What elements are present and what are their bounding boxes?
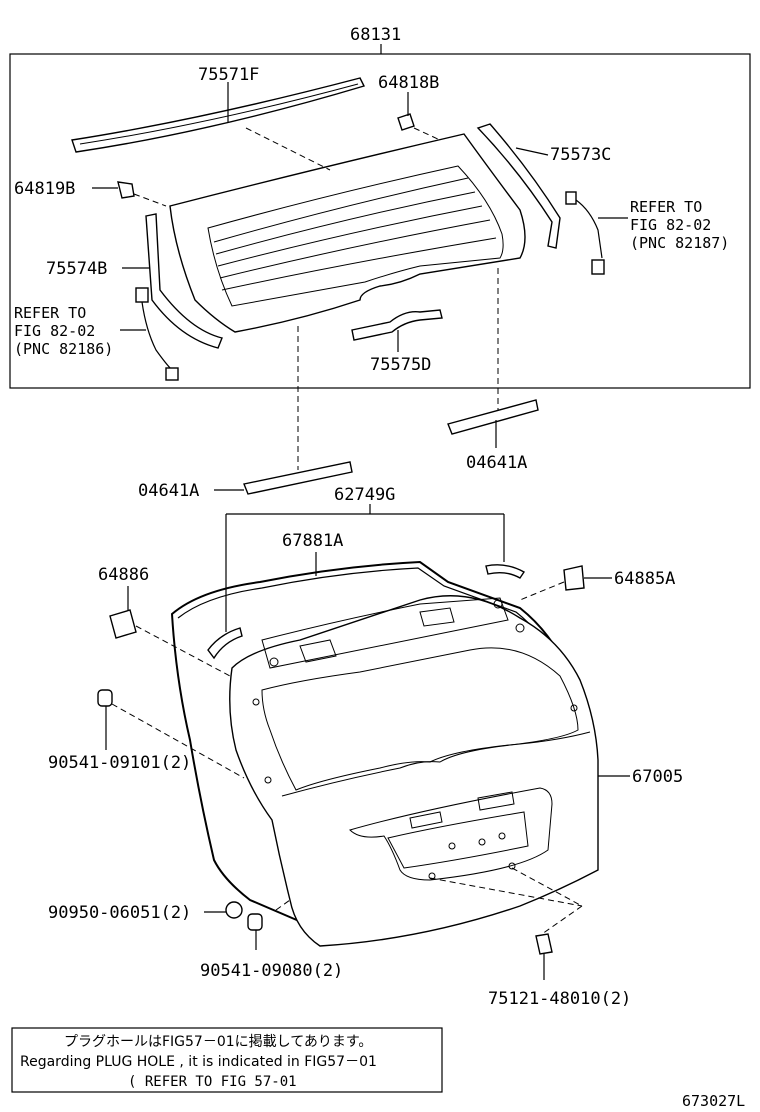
cushion-90541-09101: 90541-09101(2): [48, 689, 245, 779]
note-line2: Regarding PLUG HOLE , it is indicated in…: [20, 1054, 377, 1070]
refer-right-line2: FIG 82-02: [630, 216, 711, 234]
clip-75121-48010: 75121-48010(2): [429, 867, 631, 1009]
label-64885a: 64885A: [614, 569, 675, 589]
note-line1: プラグホールはFIG57－01に掲載してあります。: [64, 1034, 372, 1050]
clip-64818b: 64818B: [378, 73, 441, 141]
weatherstrip-04641a-right: 04641A: [447, 399, 539, 473]
refer-left-line3: (PNC 82186): [14, 340, 113, 358]
label-64819b: 64819B: [14, 179, 75, 199]
label-04641a-right: 04641A: [466, 453, 527, 473]
label-75573c: 75573C: [550, 145, 611, 165]
refer-left-line1: REFER TO: [14, 304, 86, 322]
wire-harness-left: REFER TO FIG 82-02 (PNC 82186): [14, 287, 179, 381]
plug-90950-06051: 90950-06051(2): [48, 901, 243, 923]
refer-right-line1: REFER TO: [630, 198, 702, 216]
label-75571f: 75571F: [198, 65, 259, 85]
label-67881a: 67881A: [282, 531, 343, 551]
label-68131: 68131: [350, 25, 401, 45]
label-64818b: 64818B: [378, 73, 439, 93]
wire-harness-right: REFER TO FIG 82-02 (PNC 82187): [565, 191, 729, 275]
label-67005: 67005: [632, 767, 683, 787]
molding-75574b: 75574B: [46, 213, 223, 349]
diagram-code: 673027L: [682, 1092, 745, 1110]
label-75574b: 75574B: [46, 259, 107, 279]
label-75121-48010: 75121-48010(2): [488, 989, 631, 1009]
label-90950-06051: 90950-06051(2): [48, 903, 191, 923]
note-line3: ( REFER TO FIG 57-01: [128, 1074, 297, 1090]
molding-75573c: 75573C: [476, 123, 611, 249]
hinge-64886: 64886: [98, 565, 231, 677]
label-75575d: 75575D: [370, 355, 431, 375]
note-box: [11, 1027, 443, 1093]
molding-75571f: 75571F: [71, 65, 365, 153]
plug-hole-note: プラグホールはFIG57－01に掲載してあります。 Regarding PLUG…: [11, 1027, 443, 1093]
cushion-90541-09080: 90541-09080(2): [200, 899, 343, 981]
refer-left-line2: FIG 82-02: [14, 322, 95, 340]
molding-62749g: 62749G: [207, 485, 526, 660]
refer-right-line3: (PNC 82187): [630, 234, 729, 252]
back-window-glass: [169, 133, 526, 333]
label-62749g: 62749G: [334, 485, 395, 505]
label-90541-09080: 90541-09080(2): [200, 961, 343, 981]
label-04641a-left: 04641A: [138, 481, 199, 501]
label-64886: 64886: [98, 565, 149, 585]
back-door-panel-67005: 67005: [229, 595, 683, 947]
weatherstrip-04641a-left: 04641A: [138, 461, 353, 501]
label-90541-09101: 90541-09101(2): [48, 753, 191, 773]
clip-64819b: 64819B: [14, 179, 167, 207]
glass-assembly-group: 68131: [9, 25, 751, 389]
molding-75575d: 75575D: [351, 309, 443, 375]
group-frame: [9, 53, 751, 389]
hinge-64885a: 64885A: [519, 565, 675, 601]
